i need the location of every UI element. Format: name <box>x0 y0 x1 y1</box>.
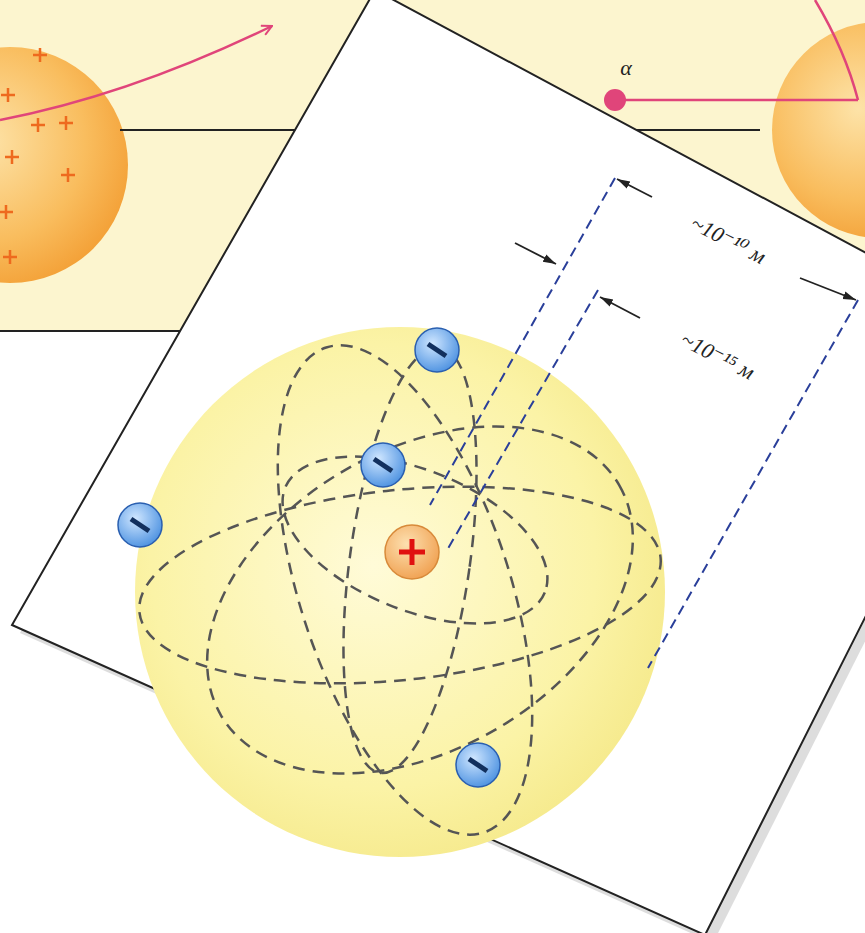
nucleus-plus <box>399 539 425 565</box>
extension-lines <box>430 178 858 668</box>
thomson-sphere <box>0 47 128 283</box>
atom-sphere <box>135 327 665 857</box>
deflected-path <box>0 26 272 120</box>
nucleus <box>385 525 439 579</box>
dimension-arrows <box>515 179 856 318</box>
positive-charges <box>0 48 75 264</box>
alpha-rebound <box>815 0 858 100</box>
alpha-path <box>615 99 858 102</box>
electrons <box>118 328 500 787</box>
alpha-particle <box>604 89 626 111</box>
nucleus-sphere <box>772 22 865 238</box>
particle-label: α <box>620 57 632 79</box>
card <box>12 0 865 933</box>
electron-orbits <box>130 315 695 865</box>
